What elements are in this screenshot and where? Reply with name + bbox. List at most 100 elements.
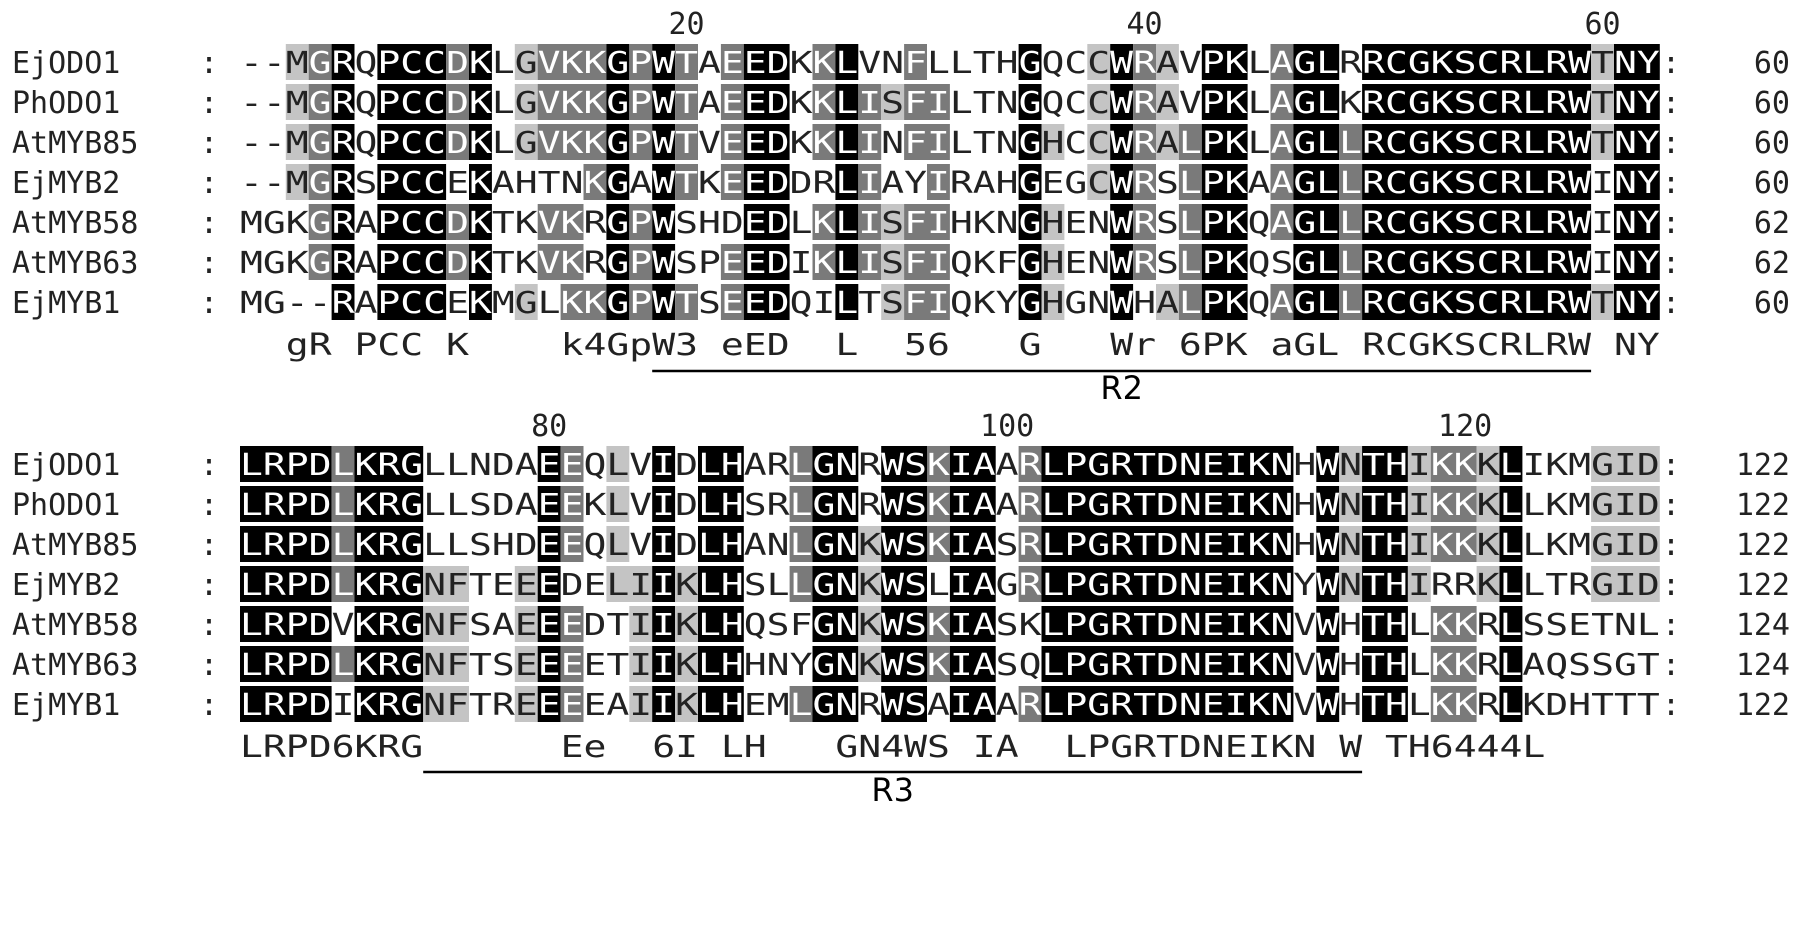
conservation-shade-identical [1499, 606, 1523, 642]
conservation-shade-high [927, 606, 950, 642]
conservation-shade-identical [743, 164, 790, 200]
conservation-shade-identical [1293, 124, 1340, 160]
conservation-shade-identical [354, 526, 424, 562]
separator-colon: : [1662, 688, 1680, 723]
conservation-shade-identical [240, 646, 332, 682]
conservation-shade-identical [743, 124, 790, 160]
conservation-shade-identical [1362, 446, 1408, 482]
domain-label: R3 [871, 771, 914, 809]
conservation-shade-identical [1293, 44, 1340, 80]
conservation-shade-low [1087, 164, 1111, 200]
conservation-shade-identical [1362, 284, 1592, 320]
conservation-shade-high [675, 84, 698, 120]
conservation-shade-high [537, 244, 584, 280]
conservation-shade-high [446, 244, 469, 280]
conservation-shade-high [789, 566, 813, 602]
conservation-shade-high [720, 164, 744, 200]
conservation-shade-identical [1201, 284, 1248, 320]
conservation-shade-high [812, 84, 836, 120]
conservation-shade-high [1339, 124, 1363, 160]
conservation-shade-identical [698, 566, 744, 602]
conservation-shade-identical [1293, 244, 1340, 280]
conservation-shade-low [629, 606, 653, 642]
conservation-shade-low [606, 486, 630, 522]
conservation-shade-high [560, 284, 607, 320]
conservation-shade-identical [1499, 566, 1523, 602]
conservation-shade-identical [1110, 124, 1134, 160]
conservation-shade-low [1591, 284, 1614, 320]
separator-colon: : [200, 246, 218, 281]
conservation-shade-identical [1362, 124, 1592, 160]
conservation-shade-identical [1316, 446, 1340, 482]
conservation-shade-high [904, 84, 950, 120]
conservation-shade-high [308, 84, 332, 120]
conservation-shade-identical [1110, 284, 1134, 320]
conservation-shade-identical [1201, 244, 1248, 280]
conservation-shade-high [812, 124, 836, 160]
conservation-shade-high [675, 124, 698, 160]
conservation-shade-high [1430, 646, 1477, 682]
conservation-shade-identical [652, 446, 676, 482]
ruler-position-label: 60 [1584, 7, 1620, 42]
conservation-shade-identical [652, 486, 676, 522]
conservation-shade-identical [1201, 164, 1248, 200]
conservation-shade-high [560, 486, 584, 522]
conservation-shade-identical [698, 686, 744, 722]
conservation-shade-identical [537, 646, 561, 682]
conservation-shade-high [927, 486, 950, 522]
conservation-shade-identical [812, 486, 859, 522]
conservation-shade-identical [881, 686, 927, 722]
conservation-shade-identical [377, 284, 447, 320]
conservation-shade-identical [698, 646, 744, 682]
conservation-shade-identical [835, 204, 859, 240]
conservation-shade-low [858, 526, 882, 562]
conservation-shade-identical [835, 44, 859, 80]
conservation-shade-low [514, 686, 538, 722]
conservation-shade-identical [1362, 566, 1408, 602]
conservation-shade-high [331, 566, 355, 602]
separator-colon: : [200, 608, 218, 643]
conservation-shade-high [1270, 44, 1294, 80]
conservation-shade-low [606, 446, 630, 482]
conservation-shade-identical [812, 566, 859, 602]
conservation-shade-high [1018, 566, 1042, 602]
conservation-shade-high [1339, 244, 1363, 280]
ruler-position-label: 40 [1126, 7, 1162, 42]
conservation-shade-identical [652, 124, 676, 160]
conservation-shade-high [675, 284, 698, 320]
conservation-shade-low [1591, 44, 1614, 80]
conservation-shade-identical [1110, 84, 1134, 120]
conservation-shade-identical [949, 486, 996, 522]
conservation-shade-low [1591, 84, 1614, 120]
conservation-shade-identical [949, 446, 996, 482]
conservation-shade-identical [1499, 446, 1523, 482]
conservation-shade-high [331, 526, 355, 562]
conservation-shade-identical [1041, 646, 1294, 682]
conservation-shade-high [720, 284, 744, 320]
conservation-shade-identical [1362, 486, 1408, 522]
conservation-shade-identical [1362, 164, 1592, 200]
conservation-shade-identical [812, 646, 859, 682]
conservation-shade-identical [835, 124, 859, 160]
separator-colon: : [1662, 448, 1680, 483]
conservation-shade-identical [331, 44, 355, 80]
conservation-shade-high [629, 84, 653, 120]
conservation-shade-low [514, 606, 538, 642]
conservation-shade-identical [1316, 566, 1340, 602]
conservation-shade-identical [1316, 486, 1340, 522]
conservation-shade-low [606, 526, 630, 562]
conservation-shade-high [1339, 284, 1363, 320]
separator-colon: : [200, 206, 218, 241]
conservation-shade-identical [743, 284, 790, 320]
conservation-shade-high [1018, 446, 1042, 482]
conservation-shade-identical [377, 84, 447, 120]
conservation-shade-high [446, 204, 469, 240]
conservation-shade-high [1270, 84, 1294, 120]
consensus-sequence: gR PCC K k4GpW3 eED L 56 G Wr 6PK aGL RC… [240, 328, 1660, 363]
conservation-shade-high [629, 124, 653, 160]
conservation-shade-high [858, 84, 882, 120]
